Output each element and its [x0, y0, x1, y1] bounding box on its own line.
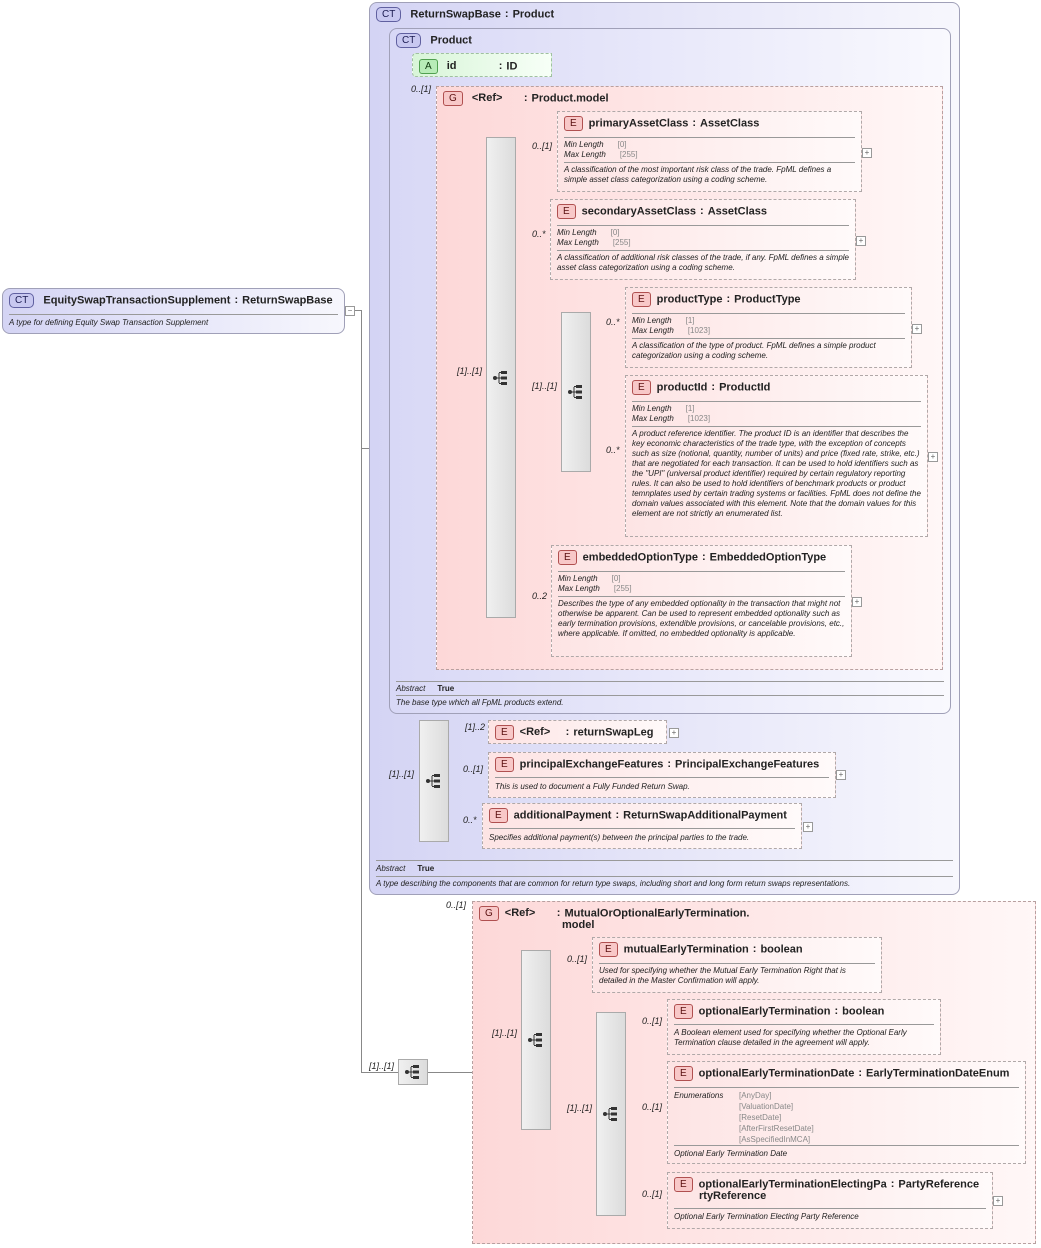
expand-icon[interactable]: + [669, 728, 679, 738]
connector [428, 1072, 472, 1073]
group-icon: G [479, 906, 499, 921]
expand-icon[interactable]: + [836, 770, 846, 780]
element-icon: E [495, 757, 514, 772]
root-description: A type for defining Equity Swap Transact… [9, 318, 209, 327]
element-icon: E [489, 808, 508, 823]
attribute-icon: A [419, 59, 438, 74]
element-icon: E [674, 1066, 693, 1081]
sequence-icon [493, 370, 507, 385]
element-icon: E [558, 550, 577, 565]
expand-icon[interactable]: − [345, 306, 355, 316]
expand-icon[interactable]: + [993, 1196, 1003, 1206]
expand-icon[interactable]: + [912, 324, 922, 334]
element-icon: E [674, 1177, 693, 1192]
element-icon: E [564, 116, 583, 131]
sequence-icon [426, 774, 440, 788]
cardinality-label: 0..[1] [411, 84, 432, 94]
element-icon: E [632, 380, 651, 395]
element-icon: E [674, 1004, 693, 1019]
sequence-compositor[interactable] [486, 137, 516, 618]
root-complex-type[interactable]: CT EquitySwapTransactionSupplement:Retur… [2, 288, 345, 334]
expand-icon[interactable]: + [928, 452, 938, 462]
expand-icon[interactable]: + [852, 597, 862, 607]
sequence-compositor[interactable] [398, 1059, 428, 1085]
expand-icon[interactable]: + [862, 148, 872, 158]
sequence-icon [568, 385, 582, 399]
sequence-icon [405, 1065, 419, 1079]
element-icon: E [557, 204, 576, 219]
sequence-compositor[interactable] [561, 312, 591, 472]
element-icon: E [599, 942, 618, 957]
sequence-compositor[interactable] [419, 720, 449, 842]
sequence-compositor[interactable] [521, 950, 551, 1130]
sequence-icon [528, 1033, 542, 1047]
element-icon: E [632, 292, 651, 307]
product-description: The base type which all FpML products ex… [396, 698, 564, 707]
connector [361, 1072, 398, 1073]
sequence-icon [603, 1107, 617, 1121]
expand-icon[interactable]: + [803, 822, 813, 832]
group-icon: G [443, 91, 463, 106]
root-type: ReturnSwapBase [242, 294, 333, 307]
complex-type-icon: CT [376, 7, 402, 22]
sequence-compositor[interactable] [596, 1012, 626, 1216]
complex-type-icon: CT [9, 293, 35, 308]
element-icon: E [495, 725, 514, 740]
element-return-swap-leg[interactable]: E<Ref>:returnSwapLeg [488, 720, 667, 744]
id-attribute[interactable]: A id:ID [412, 53, 552, 77]
complex-type-icon: CT [396, 33, 422, 48]
return-swap-base-description: A type describing the components that ar… [376, 879, 851, 888]
expand-icon[interactable]: + [856, 236, 866, 246]
connector [361, 310, 362, 1072]
root-name: EquitySwapTransactionSupplement [43, 294, 231, 307]
